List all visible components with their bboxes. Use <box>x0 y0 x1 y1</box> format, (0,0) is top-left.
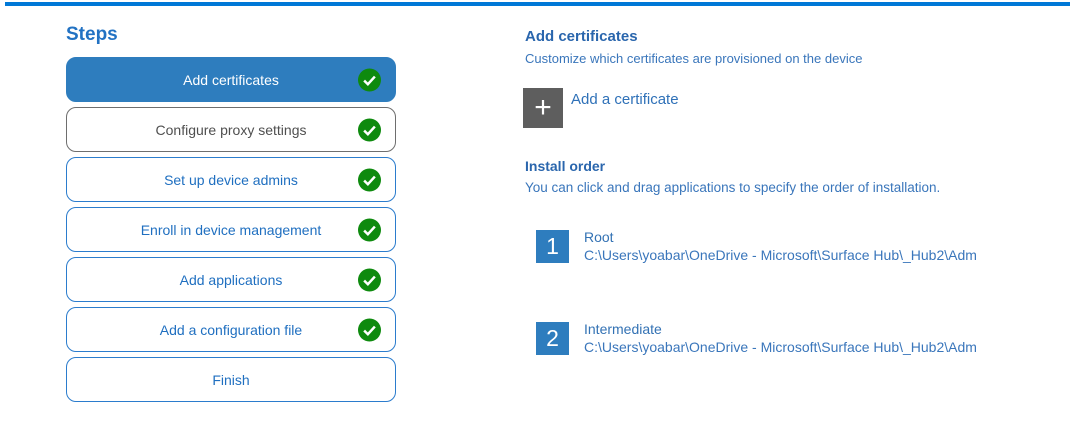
steps-heading: Steps <box>66 24 118 45</box>
top-accent-line <box>5 2 1070 6</box>
steps-nav: Add certificates Configure proxy setting… <box>66 57 396 407</box>
plus-icon: + <box>523 88 563 128</box>
order-number-tile: 2 <box>536 322 569 355</box>
check-circle-icon <box>358 268 381 291</box>
item-name: Root <box>584 229 614 245</box>
step-enroll-in-device-management[interactable]: Enroll in device management <box>66 207 396 252</box>
order-number-tile: 1 <box>536 230 569 263</box>
step-add-certificates[interactable]: Add certificates <box>66 57 396 102</box>
item-text: Root C:\Users\yoabar\OneDrive - Microsof… <box>584 228 977 264</box>
section-title: Add certificates <box>525 28 638 45</box>
step-add-applications[interactable]: Add applications <box>66 257 396 302</box>
step-label: Add certificates <box>183 71 279 88</box>
step-configure-proxy-settings[interactable]: Configure proxy settings <box>66 107 396 152</box>
step-label: Add applications <box>179 271 283 288</box>
check-circle-icon <box>358 218 381 241</box>
install-order-heading: Install order <box>525 158 606 174</box>
step-label: Configure proxy settings <box>155 121 307 138</box>
add-certificate-button[interactable]: + Add a certificate <box>523 88 679 128</box>
item-name: Intermediate <box>584 321 662 337</box>
section-description: Customize which certificates are provisi… <box>525 51 863 66</box>
check-circle-icon <box>358 168 381 191</box>
check-circle-icon <box>358 68 381 91</box>
item-path: C:\Users\yoabar\OneDrive - Microsoft\Sur… <box>584 339 977 355</box>
step-label: Enroll in device management <box>140 221 322 238</box>
check-circle-icon <box>358 318 381 341</box>
item-text: Intermediate C:\Users\yoabar\OneDrive - … <box>584 320 977 356</box>
step-finish[interactable]: Finish <box>66 357 396 402</box>
install-order-description: You can click and drag applications to s… <box>525 180 941 195</box>
step-add-a-configuration-file[interactable]: Add a configuration file <box>66 307 396 352</box>
check-circle-icon <box>358 118 381 141</box>
item-path: C:\Users\yoabar\OneDrive - Microsoft\Sur… <box>584 247 977 263</box>
add-certificate-label: Add a certificate <box>571 91 679 108</box>
install-order-item[interactable]: 2 Intermediate C:\Users\yoabar\OneDrive … <box>536 320 977 356</box>
install-order-item[interactable]: 1 Root C:\Users\yoabar\OneDrive - Micros… <box>536 228 977 264</box>
step-label: Finish <box>212 371 250 388</box>
step-label: Add a configuration file <box>159 321 303 338</box>
step-label: Set up device admins <box>164 171 298 188</box>
step-set-up-device-admins[interactable]: Set up device admins <box>66 157 396 202</box>
